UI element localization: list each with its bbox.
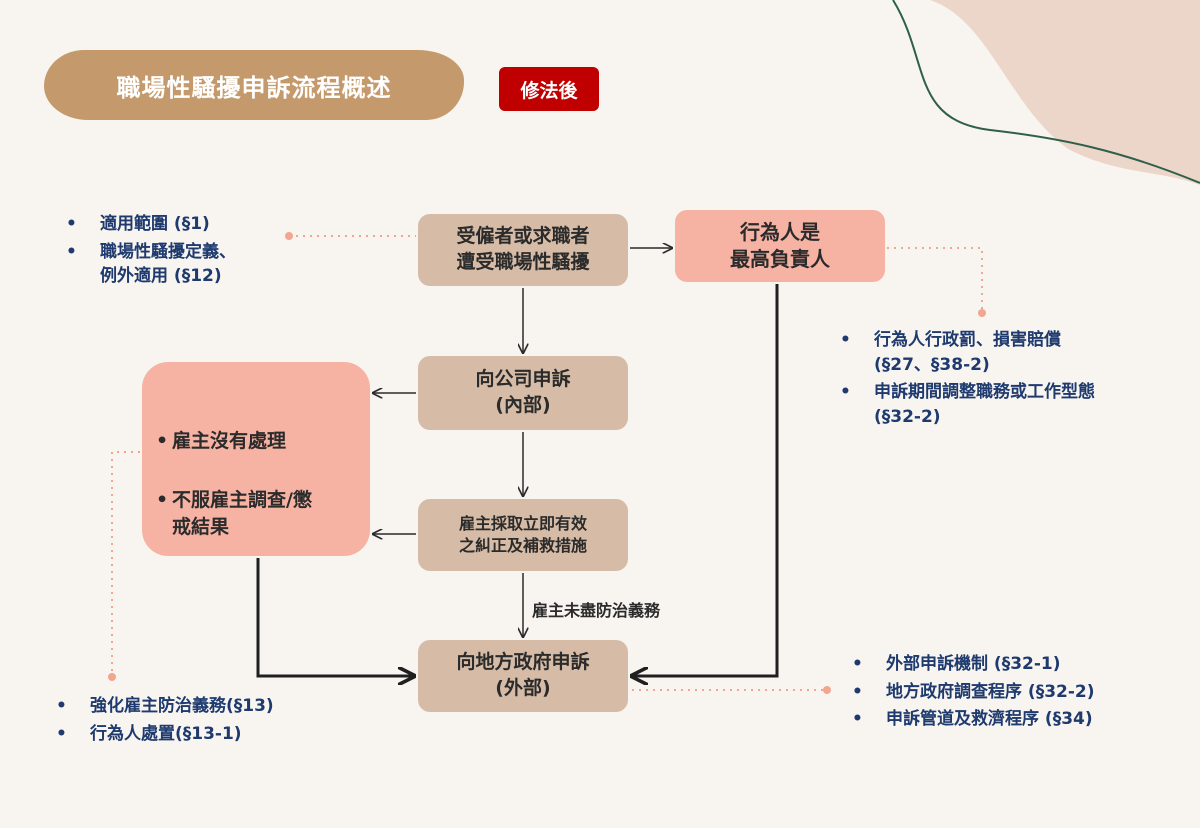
node-perpetrator-top-manager: 行為人是 最高負責人 [675,210,885,282]
node-external-complaint: 向地方政府申訴 (外部) [418,640,628,712]
node-internal-complaint: 向公司申訴 (內部) [418,356,628,430]
note-item: 外部申訴機制 (§32-1) [852,652,1182,677]
node-harassment-occurs: 受僱者或求職者 遭受職場性騷擾 [418,214,628,286]
note-item: 行為人處置(§13-1) [56,722,376,747]
note-penalty: 行為人行政罰、損害賠償 (§27、§38-2) 申訴期間調整職務或工作型態 (§… [840,328,1185,433]
note-item: 職場性騷擾定義、 例外適用 (§12) [66,240,316,289]
arrow-fail-to-external [256,558,414,676]
arrow-perpetrator-to-external [632,284,779,676]
node-employer-remedy: 雇主採取立即有效 之糾正及補救措施 [418,499,628,571]
amended-badge: 修法後 [499,67,599,111]
note-item: 行為人行政罰、損害賠償 (§27、§38-2) [840,328,1185,377]
note-employer-duty: 強化雇主防治義務(§13) 行為人處置(§13-1) [56,694,376,749]
node-employer-failure: 雇主沒有處理 不服雇主調查/懲 戒結果 [142,362,370,556]
page-title: 職場性騷擾申訴流程概述 [44,50,464,120]
note-scope: 適用範圍 (§1) 職場性騷擾定義、 例外適用 (§12) [66,212,316,292]
note-item: 強化雇主防治義務(§13) [56,694,376,719]
failure-item: 雇主沒有處理 [156,428,312,456]
note-item: 適用範圍 (§1) [66,212,316,237]
note-external-mechanism: 外部申訴機制 (§32-1) 地方政府調查程序 (§32-2) 申訴管道及救濟程… [852,652,1182,735]
edge-label-employer-duty: 雇主未盡防治義務 [532,601,661,620]
note-item: 申訴管道及救濟程序 (§34) [852,707,1182,732]
note-item: 地方政府調查程序 (§32-2) [852,680,1182,705]
note-item: 申訴期間調整職務或工作型態 (§32-2) [840,380,1185,429]
failure-item: 不服雇主調查/懲 戒結果 [156,487,312,542]
